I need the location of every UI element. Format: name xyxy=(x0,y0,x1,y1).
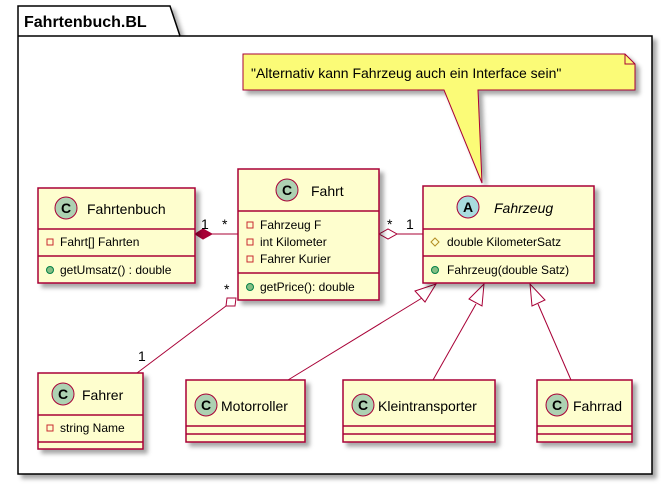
composition-from-mult: 1 xyxy=(201,216,209,232)
class-name: Fahrtenbuch xyxy=(87,201,166,217)
attribute: string Name xyxy=(60,421,125,435)
aggregation-fahrer-diamond xyxy=(225,297,237,307)
public-marker-icon xyxy=(431,266,439,274)
class-name: Fahrer xyxy=(82,387,124,403)
inherit-fahrrad-line xyxy=(537,303,572,381)
attribute: Fahrer Kurier xyxy=(260,252,331,266)
class-fahrer[interactable]: C Fahrer string Name xyxy=(37,372,144,450)
class-circle-icon xyxy=(194,393,218,417)
inherit-kleintransporter-arrow xyxy=(468,282,485,307)
aggregation-fahrer-from-mult: * xyxy=(224,281,230,297)
inherit-motorroller-line xyxy=(287,297,423,381)
private-marker-icon xyxy=(246,255,254,263)
private-marker-icon xyxy=(46,238,54,246)
class-stereotype-letter: C xyxy=(58,386,68,402)
class-circle-icon xyxy=(351,393,375,417)
package-title: Fahrtenbuch.BL xyxy=(24,14,147,31)
attribute: int Kilometer xyxy=(260,235,327,249)
relations: 1 * * 1 * 1 xyxy=(136,216,572,381)
class-fahrrad[interactable]: C Fahrrad xyxy=(536,379,633,443)
private-marker-icon xyxy=(46,424,54,432)
class-kleintransporter[interactable]: C Kleintransporter xyxy=(342,379,496,443)
method: getPrice(): double xyxy=(260,280,355,294)
note-text: "Alternativ kann Fahrzeug auch ein Inter… xyxy=(251,65,561,81)
note: "Alternativ kann Fahrzeug auch ein Inter… xyxy=(242,53,636,184)
abstract-circle-icon xyxy=(456,195,480,219)
class-stereotype-letter: C xyxy=(358,397,368,413)
class-stereotype-letter: A xyxy=(463,199,473,215)
private-marker-icon xyxy=(246,238,254,246)
aggregation-fahrzeug-from-mult: * xyxy=(387,216,393,232)
public-marker-icon xyxy=(46,266,54,274)
class-fahrzeug[interactable]: A Fahrzeug double KilometerSatz Fahrzeug… xyxy=(422,185,595,284)
method: getUmsatz() : double xyxy=(60,263,172,277)
class-fahrtenbuch[interactable]: C Fahrtenbuch Fahrt[] Fahrten getUmsatz(… xyxy=(37,187,196,284)
class-name: Fahrrad xyxy=(573,398,622,414)
aggregation-fahrzeug-diamond xyxy=(377,228,399,240)
attribute: Fahrzeug F xyxy=(260,218,321,232)
composition-to-mult: * xyxy=(222,216,228,232)
protected-marker-icon xyxy=(430,237,440,247)
class-fahrt[interactable]: C Fahrt Fahrzeug F int Kilometer Fahrer … xyxy=(237,168,380,301)
class-circle-icon xyxy=(51,382,75,406)
aggregation-fahrer-line xyxy=(136,305,227,374)
aggregation-fahrzeug-to-mult: 1 xyxy=(406,216,414,232)
class-stereotype-letter: C xyxy=(61,200,71,216)
private-marker-icon xyxy=(246,221,254,229)
inherit-motorroller-arrow xyxy=(414,283,438,303)
method: Fahrzeug(double Satz) xyxy=(447,263,569,277)
class-circle-icon xyxy=(54,196,78,220)
attribute: double KilometerSatz xyxy=(447,235,561,249)
class-circle-icon xyxy=(275,178,299,202)
aggregation-fahrer-to-mult: 1 xyxy=(138,348,146,364)
inherit-fahrrad-arrow xyxy=(529,282,546,307)
class-name: Fahrzeug xyxy=(494,200,553,216)
class-stereotype-letter: C xyxy=(282,182,292,198)
class-stereotype-letter: C xyxy=(552,397,562,413)
composition-diamond xyxy=(194,228,214,240)
class-name: Kleintransporter xyxy=(378,398,477,414)
class-circle-icon xyxy=(545,393,569,417)
class-motorroller[interactable]: C Motorroller xyxy=(185,379,306,443)
public-marker-icon xyxy=(246,283,254,291)
attribute: Fahrt[] Fahrten xyxy=(60,235,139,249)
class-name: Motorroller xyxy=(221,398,288,414)
inherit-kleintransporter-line xyxy=(432,303,477,381)
class-name: Fahrt xyxy=(311,183,344,199)
class-stereotype-letter: C xyxy=(201,397,211,413)
